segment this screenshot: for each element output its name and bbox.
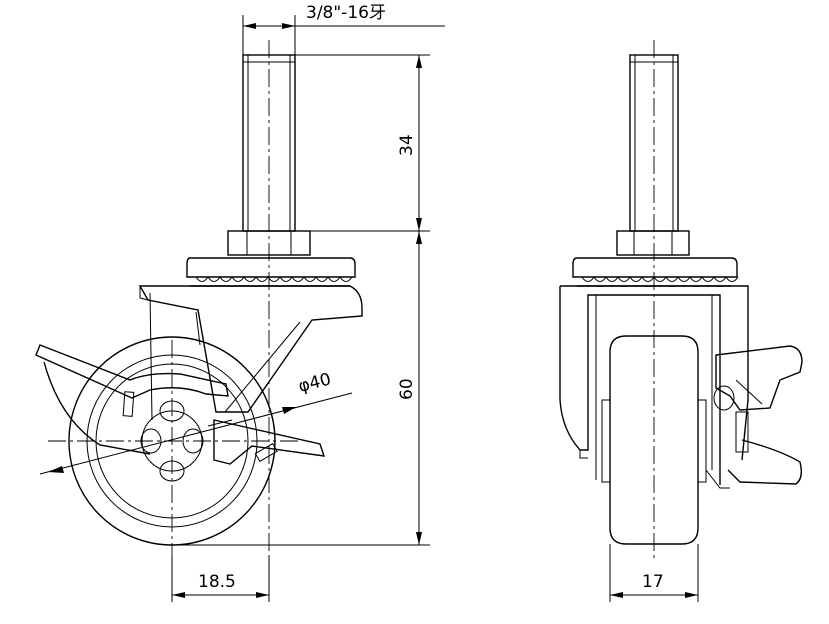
wheel-diameter-label: φ40 [296, 369, 333, 396]
offset-label: 18.5 [198, 572, 236, 592]
swivel-plate-side [186, 257, 356, 287]
stem-length-label: 34 [397, 134, 417, 156]
thread-spec-label: 3/8"-16牙 [306, 3, 386, 23]
brake-lever-side [35, 344, 326, 465]
wheel-diameter-leader [39, 392, 353, 475]
hex-nut-front [616, 230, 690, 256]
brake-link-side [139, 286, 233, 427]
wheel-front [601, 335, 707, 545]
offset-dimension [171, 555, 270, 602]
front-view [559, 40, 803, 560]
wheel-width-dimension [609, 544, 699, 602]
thread-dimension [242, 15, 445, 55]
brake-pedal-front [705, 345, 803, 489]
height-label: 60 [397, 378, 417, 400]
side-view: φ40 [35, 40, 363, 560]
height-dimension [172, 231, 430, 546]
fork-body-side [138, 285, 363, 421]
stem-length-dimension [295, 54, 430, 232]
swivel-plate-front [572, 257, 739, 287]
wheel-width-label: 17 [642, 572, 664, 592]
